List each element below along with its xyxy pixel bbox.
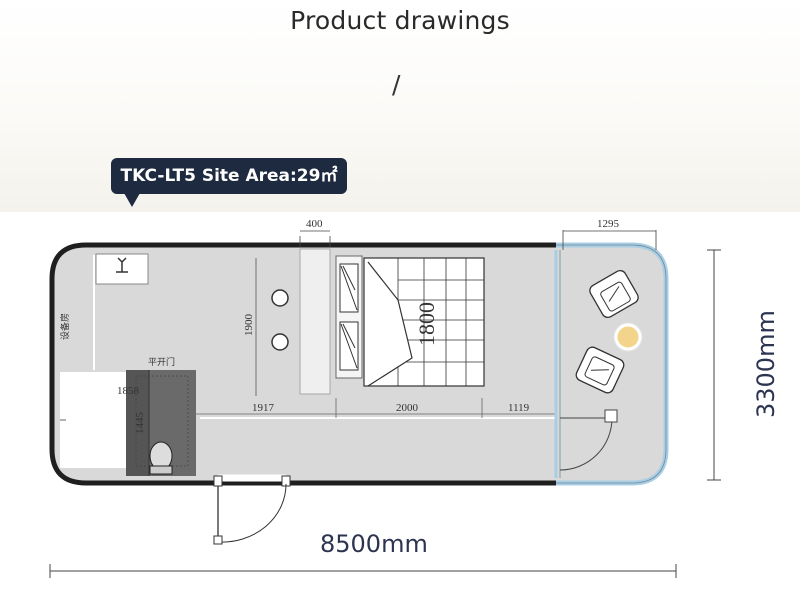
bed-dim-1800: 1800: [414, 302, 439, 346]
pillow-fold: [340, 265, 358, 311]
armchair-icon: [575, 346, 625, 394]
door-handle: [604, 409, 618, 423]
pillow-fold: [340, 323, 358, 369]
dim-1917: 1917: [252, 402, 275, 414]
page-title: Product drawings: [290, 6, 510, 35]
dim-1295: 1295: [597, 218, 620, 230]
overall-length: 8500mm: [320, 530, 428, 558]
dim-1445: 1445: [134, 412, 146, 435]
dim-1119: 1119: [508, 402, 530, 414]
dim-2000: 2000: [396, 402, 419, 414]
glass-wall-edge: [556, 244, 667, 484]
wall-light-icon: [271, 289, 289, 307]
equipment-room-label: 设备房: [59, 313, 71, 340]
armchair-icon: [589, 269, 639, 319]
dim-1858: 1858: [117, 385, 140, 397]
blanket-fold: [367, 261, 413, 387]
site-area-badge: TKC-LT5 Site Area:29㎡: [111, 158, 347, 194]
floor-lamp-glow: [613, 322, 643, 352]
floor-lamp-icon: [614, 323, 642, 351]
wall-light-icon: [271, 333, 289, 351]
faucet-icon: [116, 257, 128, 273]
entrance-door-swing: [217, 483, 287, 543]
storage-cabinet: [60, 372, 126, 468]
wardrobe: [299, 248, 331, 395]
dim-400: 400: [306, 218, 323, 230]
badge-pointer: [124, 193, 140, 207]
door-stop: [213, 535, 223, 545]
title-separator: /: [392, 70, 401, 99]
swing-door-label: 平开门: [148, 356, 175, 368]
balcony-door-swing: [559, 417, 613, 471]
exterior-wall: [49, 242, 556, 486]
overall-width: 3300mm: [752, 310, 780, 418]
toilet-tank: [149, 465, 173, 475]
dim-1900: 1900: [243, 314, 255, 337]
door-jamb: [213, 475, 223, 487]
